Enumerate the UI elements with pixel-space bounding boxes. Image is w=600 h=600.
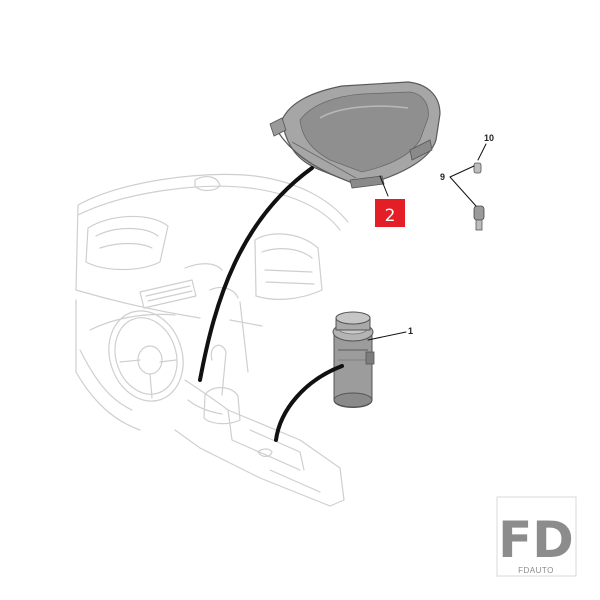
leader-lines bbox=[198, 143, 487, 442]
callout-part-2: 2 bbox=[385, 206, 396, 226]
callout-part-10: 10 bbox=[484, 133, 494, 143]
badge-background bbox=[375, 199, 405, 227]
callout-part-9: 9 bbox=[440, 172, 445, 182]
part-1-cylinder bbox=[332, 311, 375, 408]
watermark-letters: FD bbox=[498, 511, 574, 569]
part-10-cap bbox=[473, 162, 482, 174]
dashboard-line-art bbox=[75, 173, 349, 507]
watermark-logo: FD FDAUTO bbox=[496, 496, 577, 577]
part-2-storage-lid bbox=[269, 81, 441, 189]
part-9-bulb bbox=[473, 205, 485, 231]
callout-part-1: 1 bbox=[408, 326, 413, 336]
watermark-subtext: FDAUTO bbox=[518, 566, 554, 575]
callout-part-2-badge: 2 bbox=[375, 199, 405, 227]
